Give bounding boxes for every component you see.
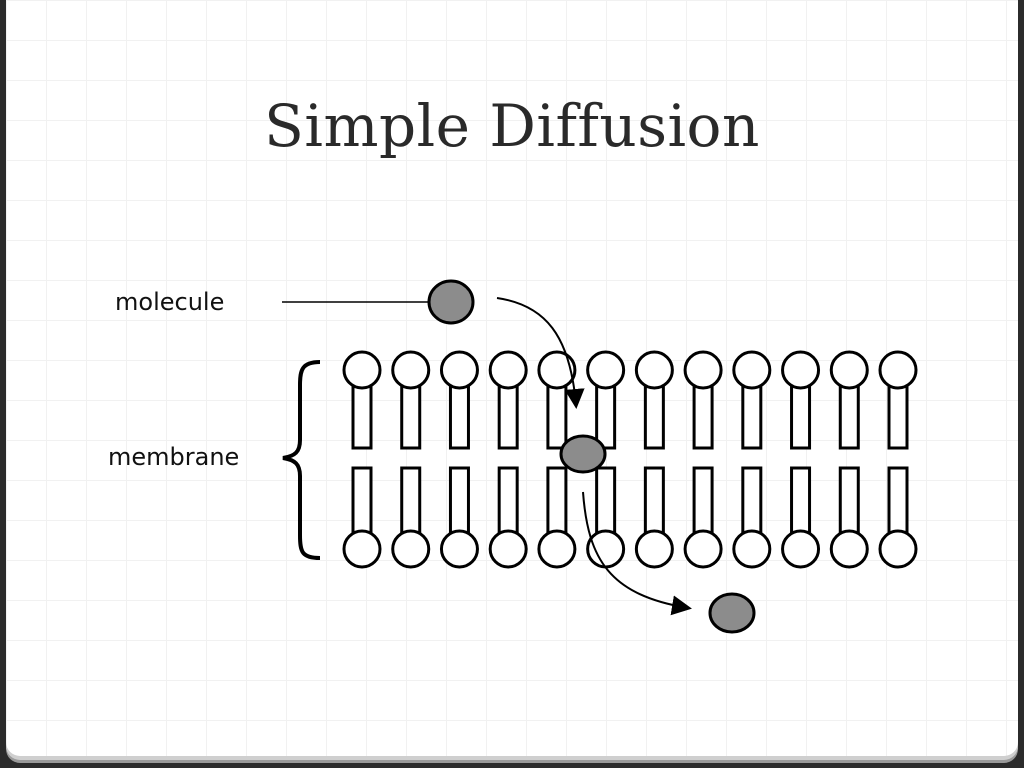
phospholipid [586, 350, 626, 569]
lipid-head-upper [391, 350, 431, 390]
lipid-tail-upper [351, 384, 373, 450]
lipid-head-lower [586, 529, 626, 569]
lipid-tail-lower [351, 466, 373, 535]
lipid-head-lower [537, 529, 577, 569]
lipid-tail-lower [448, 466, 470, 535]
lipid-head-upper [781, 350, 821, 390]
membrane-brace [282, 360, 321, 560]
lipid-head-lower [391, 529, 431, 569]
slide-title: Simple Diffusion [264, 92, 760, 160]
phospholipid [488, 350, 528, 569]
lipid-tail-upper [887, 384, 909, 450]
phospholipid [342, 350, 382, 569]
lipid-head-lower [439, 529, 479, 569]
lipid-tail-upper [741, 384, 763, 450]
molecule-outside-top [427, 279, 475, 325]
lipid-tail-upper [448, 384, 470, 450]
lipid-head-lower [878, 529, 918, 569]
membrane-label: membrane [108, 443, 239, 471]
phospholipid [683, 350, 723, 569]
lipid-head-lower [781, 529, 821, 569]
lipid-tail-lower [790, 466, 812, 535]
lipid-head-upper [537, 350, 577, 390]
lipid-tail-upper [790, 384, 812, 450]
lipid-tail-lower [692, 466, 714, 535]
diffusion-arrow-in [496, 297, 585, 409]
lipid-head-upper [586, 350, 626, 390]
lipid-head-upper [488, 350, 528, 390]
lipid-tail-upper [497, 384, 519, 450]
lipid-head-lower [488, 529, 528, 569]
lipid-head-lower [342, 529, 382, 569]
molecule-label: molecule [115, 288, 224, 316]
lipid-tail-upper [692, 384, 714, 450]
lipid-head-upper [683, 350, 723, 390]
lipid-tail-lower [595, 466, 617, 535]
lipid-tail-upper [400, 384, 422, 450]
lipid-tail-upper [546, 384, 568, 450]
lipid-tail-upper [643, 384, 665, 450]
phospholipid [781, 350, 821, 569]
diffusion-arrow-out [582, 491, 692, 616]
lipid-tail-lower [546, 466, 568, 535]
phospholipid-bilayer [342, 350, 918, 569]
phospholipid [537, 350, 577, 569]
lipid-head-lower [683, 529, 723, 569]
lipid-tail-upper [595, 384, 617, 450]
phospholipid [391, 350, 431, 569]
lipid-tail-lower [643, 466, 665, 535]
lipid-head-upper [342, 350, 382, 390]
phospholipid [439, 350, 479, 569]
phospholipid [878, 350, 918, 569]
lipid-head-lower [634, 529, 674, 569]
phospholipid [829, 350, 869, 569]
lipid-tail-upper [838, 384, 860, 450]
lipid-tail-lower [400, 466, 422, 535]
lipid-head-upper [878, 350, 918, 390]
molecule-inside-bottom [708, 592, 756, 634]
lipid-head-lower [732, 529, 772, 569]
lipid-tail-lower [838, 466, 860, 535]
lipid-tail-lower [741, 466, 763, 535]
lipid-head-upper [829, 350, 869, 390]
lipid-head-lower [829, 529, 869, 569]
lipid-tail-lower [497, 466, 519, 535]
phospholipid [732, 350, 772, 569]
molecule-crossing-membrane [559, 434, 607, 474]
lipid-tail-lower [887, 466, 909, 535]
lipid-head-upper [732, 350, 772, 390]
lipid-head-upper [439, 350, 479, 390]
lipid-head-upper [634, 350, 674, 390]
phospholipid [634, 350, 674, 569]
